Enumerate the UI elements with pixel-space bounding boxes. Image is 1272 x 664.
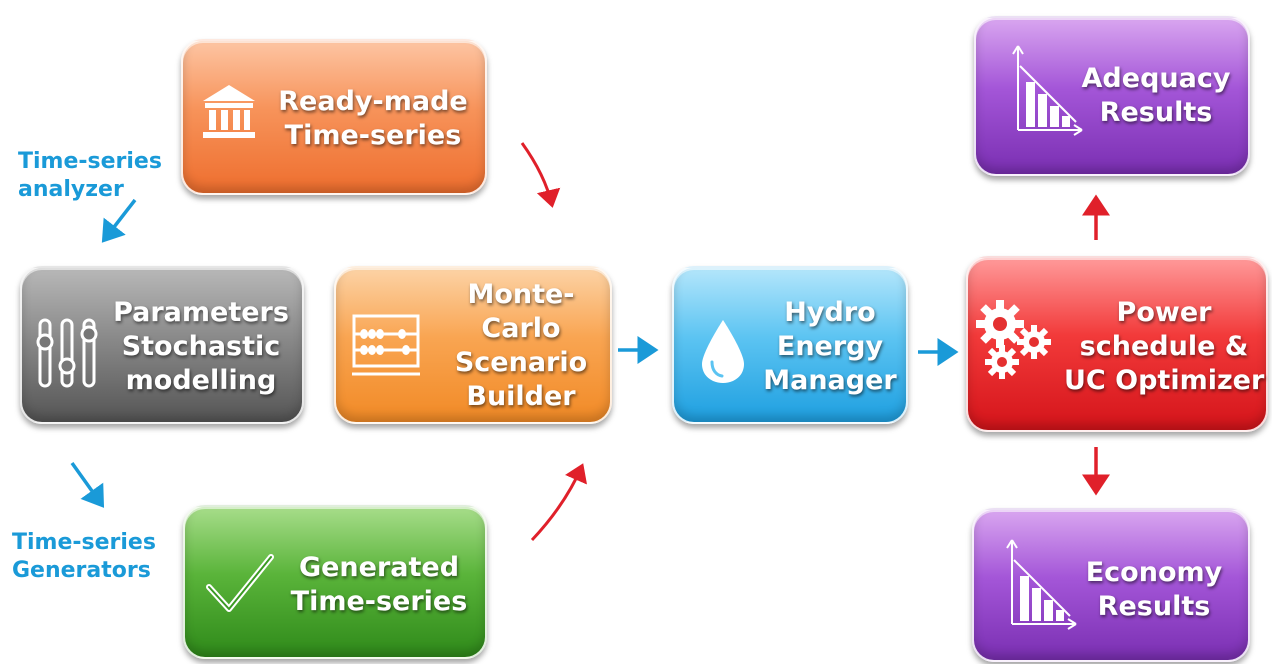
monte-carlo-scenario-builder-box: Monte- Carlo Scenario Builder: [334, 266, 612, 424]
bar-chart-icon: [1012, 45, 1083, 136]
arrow-analyzer-to-parameters: [101, 198, 137, 243]
hydro-label: Hydro Energy Manager: [763, 297, 897, 396]
power-schedule-uc-optimizer-box: Power schedule & UC Optimizer: [966, 256, 1268, 432]
sliders-icon: [36, 318, 98, 388]
adequacy-label: Adequacy Results: [1081, 63, 1231, 128]
ready-made-time-series-box: Ready-made Time-series: [181, 39, 487, 195]
generated-time-series-box: Generated Time-series: [183, 505, 487, 659]
power-schedule-label: Power schedule & UC Optimizer: [1064, 297, 1265, 396]
generated-label: Generated Time-series: [290, 552, 468, 617]
monte-carlo-label: Monte- Carlo Scenario Builder: [454, 279, 588, 412]
gears-icon: [976, 300, 1051, 379]
parameters-label: Parameters Stochastic modelling: [113, 297, 289, 396]
ready-made-label: Ready-made Time-series: [278, 86, 468, 151]
parameters-stochastic-modelling-box: Parameters Stochastic modelling: [20, 266, 304, 424]
time-series-analyzer-label: Time-series analyzer: [18, 149, 162, 202]
time-series-generators-label: Time-series Generators: [12, 530, 156, 583]
hydro-energy-manager-box: Hydro Energy Manager: [672, 266, 908, 424]
adequacy-results-box: Adequacy Results: [974, 16, 1250, 176]
economy-results-box: Economy Results: [972, 508, 1250, 662]
economy-label: Economy Results: [1085, 557, 1223, 622]
checkmark-icon: [206, 554, 274, 612]
museum-icon: [203, 85, 255, 138]
arrow-generated-to-montecarlo: [530, 463, 588, 542]
arrow-readymade-to-montecarlo: [520, 142, 561, 208]
bar-chart-icon: [1006, 539, 1077, 630]
abacus-icon: [352, 314, 420, 376]
arrow-parameters-to-generators: [70, 461, 105, 508]
water-drop-icon: [702, 320, 744, 383]
